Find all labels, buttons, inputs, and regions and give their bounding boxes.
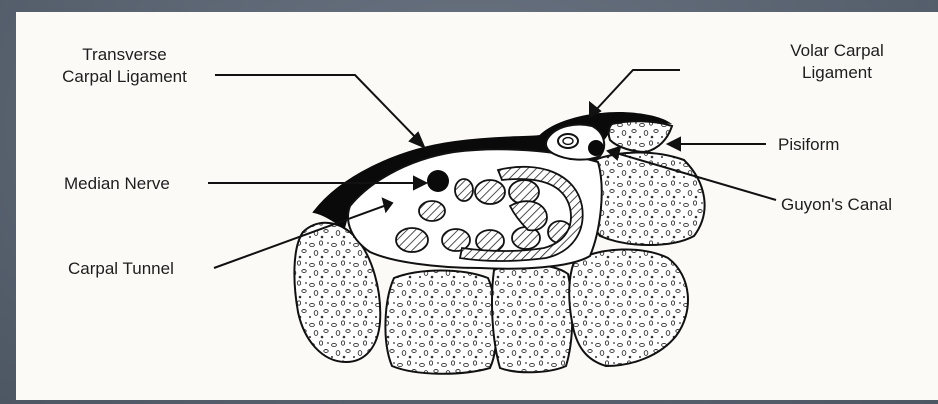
- ulnar-artery: [558, 134, 578, 148]
- bone-capitate: [492, 264, 572, 372]
- label-transverse-carpal-ligament: Transverse Carpal Ligament: [37, 44, 212, 88]
- bone-hook-of-hamate: [588, 153, 705, 246]
- label-volar-carpal-ligament: Volar Carpal Ligament: [767, 40, 907, 84]
- label-pisiform: Pisiform: [778, 134, 839, 156]
- label-median-nerve: Median Nerve: [64, 173, 170, 195]
- label-guyons-canal: Guyon's Canal: [781, 194, 892, 216]
- label-transverse-line1: Transverse: [37, 44, 212, 66]
- label-volar-line1: Volar Carpal: [767, 40, 907, 62]
- label-carpal-tunnel: Carpal Tunnel: [68, 258, 174, 280]
- bone-trapezoid: [385, 271, 496, 374]
- median-nerve-shape: [427, 170, 449, 192]
- bone-hamate: [569, 249, 688, 366]
- ulnar-nerve: [588, 140, 604, 156]
- label-volar-line2: Ligament: [767, 62, 907, 84]
- label-transverse-line2: Carpal Ligament: [37, 66, 212, 88]
